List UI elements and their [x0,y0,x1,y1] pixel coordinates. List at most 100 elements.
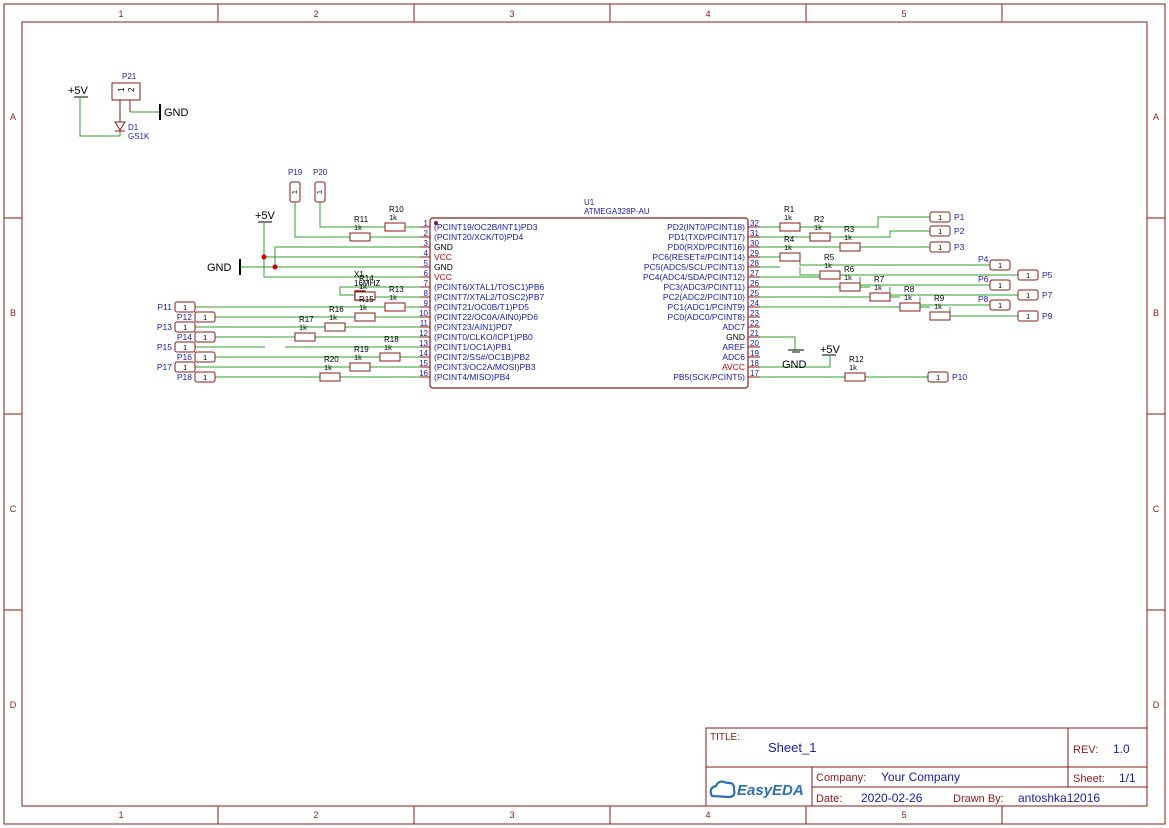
resistor-body[interactable] [779,222,801,232]
header-body[interactable] [194,311,216,323]
header-body[interactable] [989,299,1011,311]
u1-pin-number: 3 [424,239,429,248]
u1-pin-name: GND [726,332,745,342]
col-label-bottom: 5 [901,810,906,820]
left-wiring [195,226,420,378]
title-label: TITLE: [710,732,740,743]
d1-value: GS1K [128,132,150,141]
p21-pin1: 1 [117,87,126,92]
resistor-body[interactable] [354,312,376,322]
header-body[interactable] [929,241,951,253]
col-label-bottom: 3 [509,810,514,820]
resistor-body[interactable] [844,372,866,382]
resistor-body[interactable] [839,242,861,252]
col-label-top: 2 [313,9,318,19]
resistor-body[interactable] [929,311,951,321]
gnd-label-top: GND [164,107,189,119]
resistor-body[interactable] [809,232,831,242]
plus5v-label-right: +5V [820,344,841,356]
row-label-left: B [10,308,16,318]
resistor-ref: R5 [824,253,835,262]
resistor-value: 1k [389,293,397,302]
header-body[interactable] [1017,269,1039,281]
u1-pin-name: PC6(RESET#/PCINT14) [652,252,745,262]
resistor-body[interactable] [384,302,406,312]
header-ref: P6 [978,274,989,284]
row-label-left: C [10,504,17,514]
resistor-value: 1k [354,353,362,362]
header-body[interactable] [927,371,949,383]
header-body[interactable] [989,259,1011,271]
u1-pin-name: PD0(RXD/PCINT16) [668,242,746,252]
resistor-body[interactable] [354,291,376,301]
header-body[interactable] [174,361,196,373]
resistor-value: 1k [354,223,362,232]
u1-pin-number: 27 [750,269,759,278]
resistor-value: 1k [329,313,337,322]
resistor-body[interactable] [319,372,341,382]
header-body[interactable] [1017,289,1039,301]
u1-pin-number: 24 [750,299,759,308]
u1-pin-name: PD1(TXD/PCINT17) [668,232,745,242]
header-body[interactable] [174,321,196,333]
u1-pin-name: AVCC [722,362,745,372]
header-body[interactable] [194,331,216,343]
plus5v-label-top: +5V [68,85,89,97]
header-body[interactable] [194,351,216,363]
u1-pin-name: ADC7 [722,322,745,332]
resistor-body[interactable] [294,332,316,342]
resistor-body[interactable] [899,302,921,312]
u1-pin-number: 8 [424,289,429,298]
easyeda-cloud-icon [709,780,736,799]
resistor-value: 1k [844,273,852,282]
resistor-value: 1k [874,283,882,292]
resistor-body[interactable] [349,362,371,372]
resistor-body[interactable] [819,270,841,280]
resistors: R101kR111kR131kR141kR151kR161kR171kR181k… [294,205,951,382]
header-body[interactable] [1017,310,1039,322]
resistor-body[interactable] [324,322,346,332]
gnd-label-right: GND [782,359,807,371]
header-ref: P4 [978,254,989,264]
resistor-ref: R18 [384,335,399,344]
p19-p20-section: P19 P20 1 1 [288,168,385,238]
u1-pin-name: ADC6 [722,352,745,362]
header-pin: 1 [183,363,187,372]
row-label-left: D [10,700,17,710]
header-body[interactable] [194,371,216,383]
resistor-body[interactable] [379,352,401,362]
sheet-value: 1/1 [1119,771,1136,785]
resistor-body[interactable] [869,292,891,302]
resistor-body[interactable] [349,232,371,242]
header-body[interactable] [174,301,196,313]
resistor-value: 1k [904,293,912,302]
resistor-ref: R12 [849,355,864,364]
resistor-body[interactable] [384,222,406,232]
u1-pin-number: 29 [750,249,759,258]
u1-pin-number: 20 [750,339,759,348]
u1-pin-name: VCC [434,272,452,282]
header-body[interactable] [929,225,951,237]
resistor-body[interactable] [779,252,801,262]
u1-pin-number: 9 [424,299,429,308]
resistor-value: 1k [299,323,307,332]
header-body[interactable] [929,211,951,223]
resistor-body[interactable] [839,282,861,292]
u1-pin-name: PD2(INT0/PCINT18) [667,222,745,232]
plus5v-label-left: +5V [255,210,276,222]
header-body[interactable] [989,279,1011,291]
u1-pin-number: 4 [424,249,429,258]
gnd-label-left: GND [207,262,232,274]
p21-header[interactable] [111,82,141,101]
resistor-ref: R14 [359,274,374,283]
u1-pin-number: 17 [750,369,759,378]
col-label-bottom: 1 [118,810,123,820]
header-pin: 1 [938,213,942,222]
u1-chip[interactable]: U1 ATMEGA328P-AU 1(PCINT19/OC2B/INT1)PD3… [419,198,760,389]
resistor-ref: R7 [874,275,885,284]
header-pin: 1 [1026,312,1030,321]
resistor-ref: R6 [844,265,855,274]
u1-ref: U1 [584,198,595,207]
header-pin: 1 [998,261,1002,270]
header-body[interactable] [174,341,196,353]
